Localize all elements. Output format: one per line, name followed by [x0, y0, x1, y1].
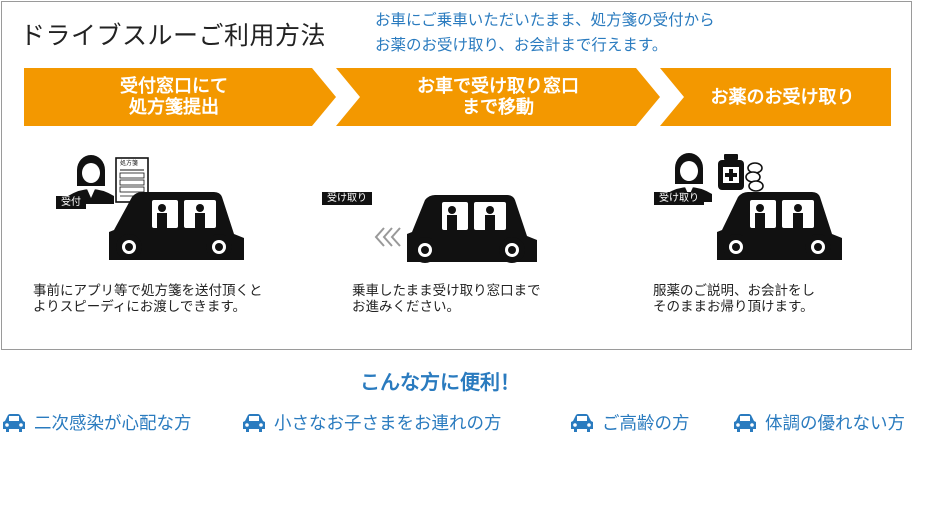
benefit-label-4: 体調の優れない方: [765, 414, 905, 434]
scene-pickup-desc: 服薬のご説明、お会計をし そのままお帰り頂けます。: [653, 283, 815, 315]
page-title: ドライブスルーご利用方法: [20, 21, 327, 50]
car-front-icon: [243, 413, 265, 432]
flow-step-3-line-1: お薬のお受け取り: [710, 86, 855, 108]
scene-move: 受け取り: [322, 192, 537, 270]
scene-pickup: 受け取り: [652, 150, 852, 265]
flow-step-2-line-1: お車で受け取り窓口: [417, 76, 579, 97]
reception-tag: 受付: [56, 196, 86, 209]
scene-move-desc-line-1: 乗車したまま受け取り窓口まで: [352, 283, 541, 299]
flow-step-1-shape: [24, 68, 336, 126]
benefits-list: 二次感染が心配な方 小さなお子さまをお連れの方 ご高齢の方 体調の優れない方: [2, 410, 932, 436]
benefit-label-2: 小さなお子さまをお連れの方: [274, 414, 502, 434]
drive-through-panel: ドライブスルーご利用方法 お車にご乗車いただいたまま、処方箋の受付から お薬のお…: [1, 1, 912, 350]
flow-step-2-shape: [336, 68, 660, 126]
convenient-heading: こんな方に便利！: [360, 370, 520, 394]
intro-text: お車にご乗車いただいたまま、処方箋の受付から お薬のお受け取り、お会計まで行えま…: [375, 8, 715, 58]
car-icon: [407, 195, 537, 263]
benefit-label-3: ご高齢の方: [602, 414, 690, 434]
flow-step-3-shape: [660, 68, 891, 126]
intro-line-2: お薬のお受け取り、お会計まで行えます。: [375, 36, 668, 54]
flow-step-2: お車で受け取り窓口 まで移動: [354, 68, 642, 126]
intro-line-1: お車にご乗車いただいたまま、処方箋の受付から: [375, 11, 715, 29]
scene-reception: 処方箋: [54, 152, 244, 267]
medicine-bottle-icon: [718, 154, 744, 190]
benefit-item-4: 体調の優れない方: [733, 410, 905, 435]
flow-arrows: [24, 68, 891, 126]
scene-reception-desc: 事前にアプリ等で処方箋を送付頂くと よりスピーディにお渡しできます。: [33, 283, 263, 315]
prescription-label: 処方箋: [120, 159, 138, 167]
scene-pickup-desc-line-1: 服薬のご説明、お会計をし: [653, 283, 815, 299]
flow-step-1: 受付窓口にて 処方箋提出: [24, 68, 324, 126]
pills-icon: [745, 162, 764, 192]
car-front-icon: [734, 413, 756, 432]
scene-reception-desc-line-2: よりスピーディにお渡しできます。: [33, 299, 247, 315]
flow-step-2-line-2: まで移動: [462, 97, 534, 118]
scene-pickup-desc-line-2: そのままお帰り頂けます。: [653, 299, 814, 315]
car-front-icon: [3, 413, 25, 432]
scene-move-desc-line-2: お進みください。: [352, 299, 460, 315]
scene-reception-desc-line-1: 事前にアプリ等で処方箋を送付頂くと: [33, 283, 263, 299]
process-flow: 受付窓口にて 処方箋提出 お車で受け取り窓口 まで移動 お薬のお受け取り: [24, 68, 891, 126]
car-icon: [109, 192, 244, 260]
car-icon: [717, 192, 842, 260]
benefit-item-1: 二次感染が心配な方: [2, 410, 192, 435]
flow-step-1-line-2: 処方箋提出: [129, 97, 219, 118]
car-front-icon: [571, 413, 593, 432]
pickup-tag-staff: 受け取り: [654, 192, 704, 205]
benefit-item-3: ご高齢の方: [570, 410, 690, 435]
scene-move-desc: 乗車したまま受け取り窓口まで お進みください。: [352, 283, 541, 315]
benefit-item-2: 小さなお子さまをお連れの方: [242, 410, 502, 435]
flow-step-1-line-1: 受付窓口にて: [120, 76, 228, 97]
benefit-label-1: 二次感染が心配な方: [34, 414, 192, 434]
flow-step-3: お薬のお受け取り: [674, 68, 891, 126]
motion-arrows-icon: [374, 227, 401, 247]
pickup-tag: 受け取り: [322, 192, 372, 205]
flow-chevron-2-icon: [639, 68, 686, 126]
flow-chevron-1-icon: [315, 68, 362, 126]
